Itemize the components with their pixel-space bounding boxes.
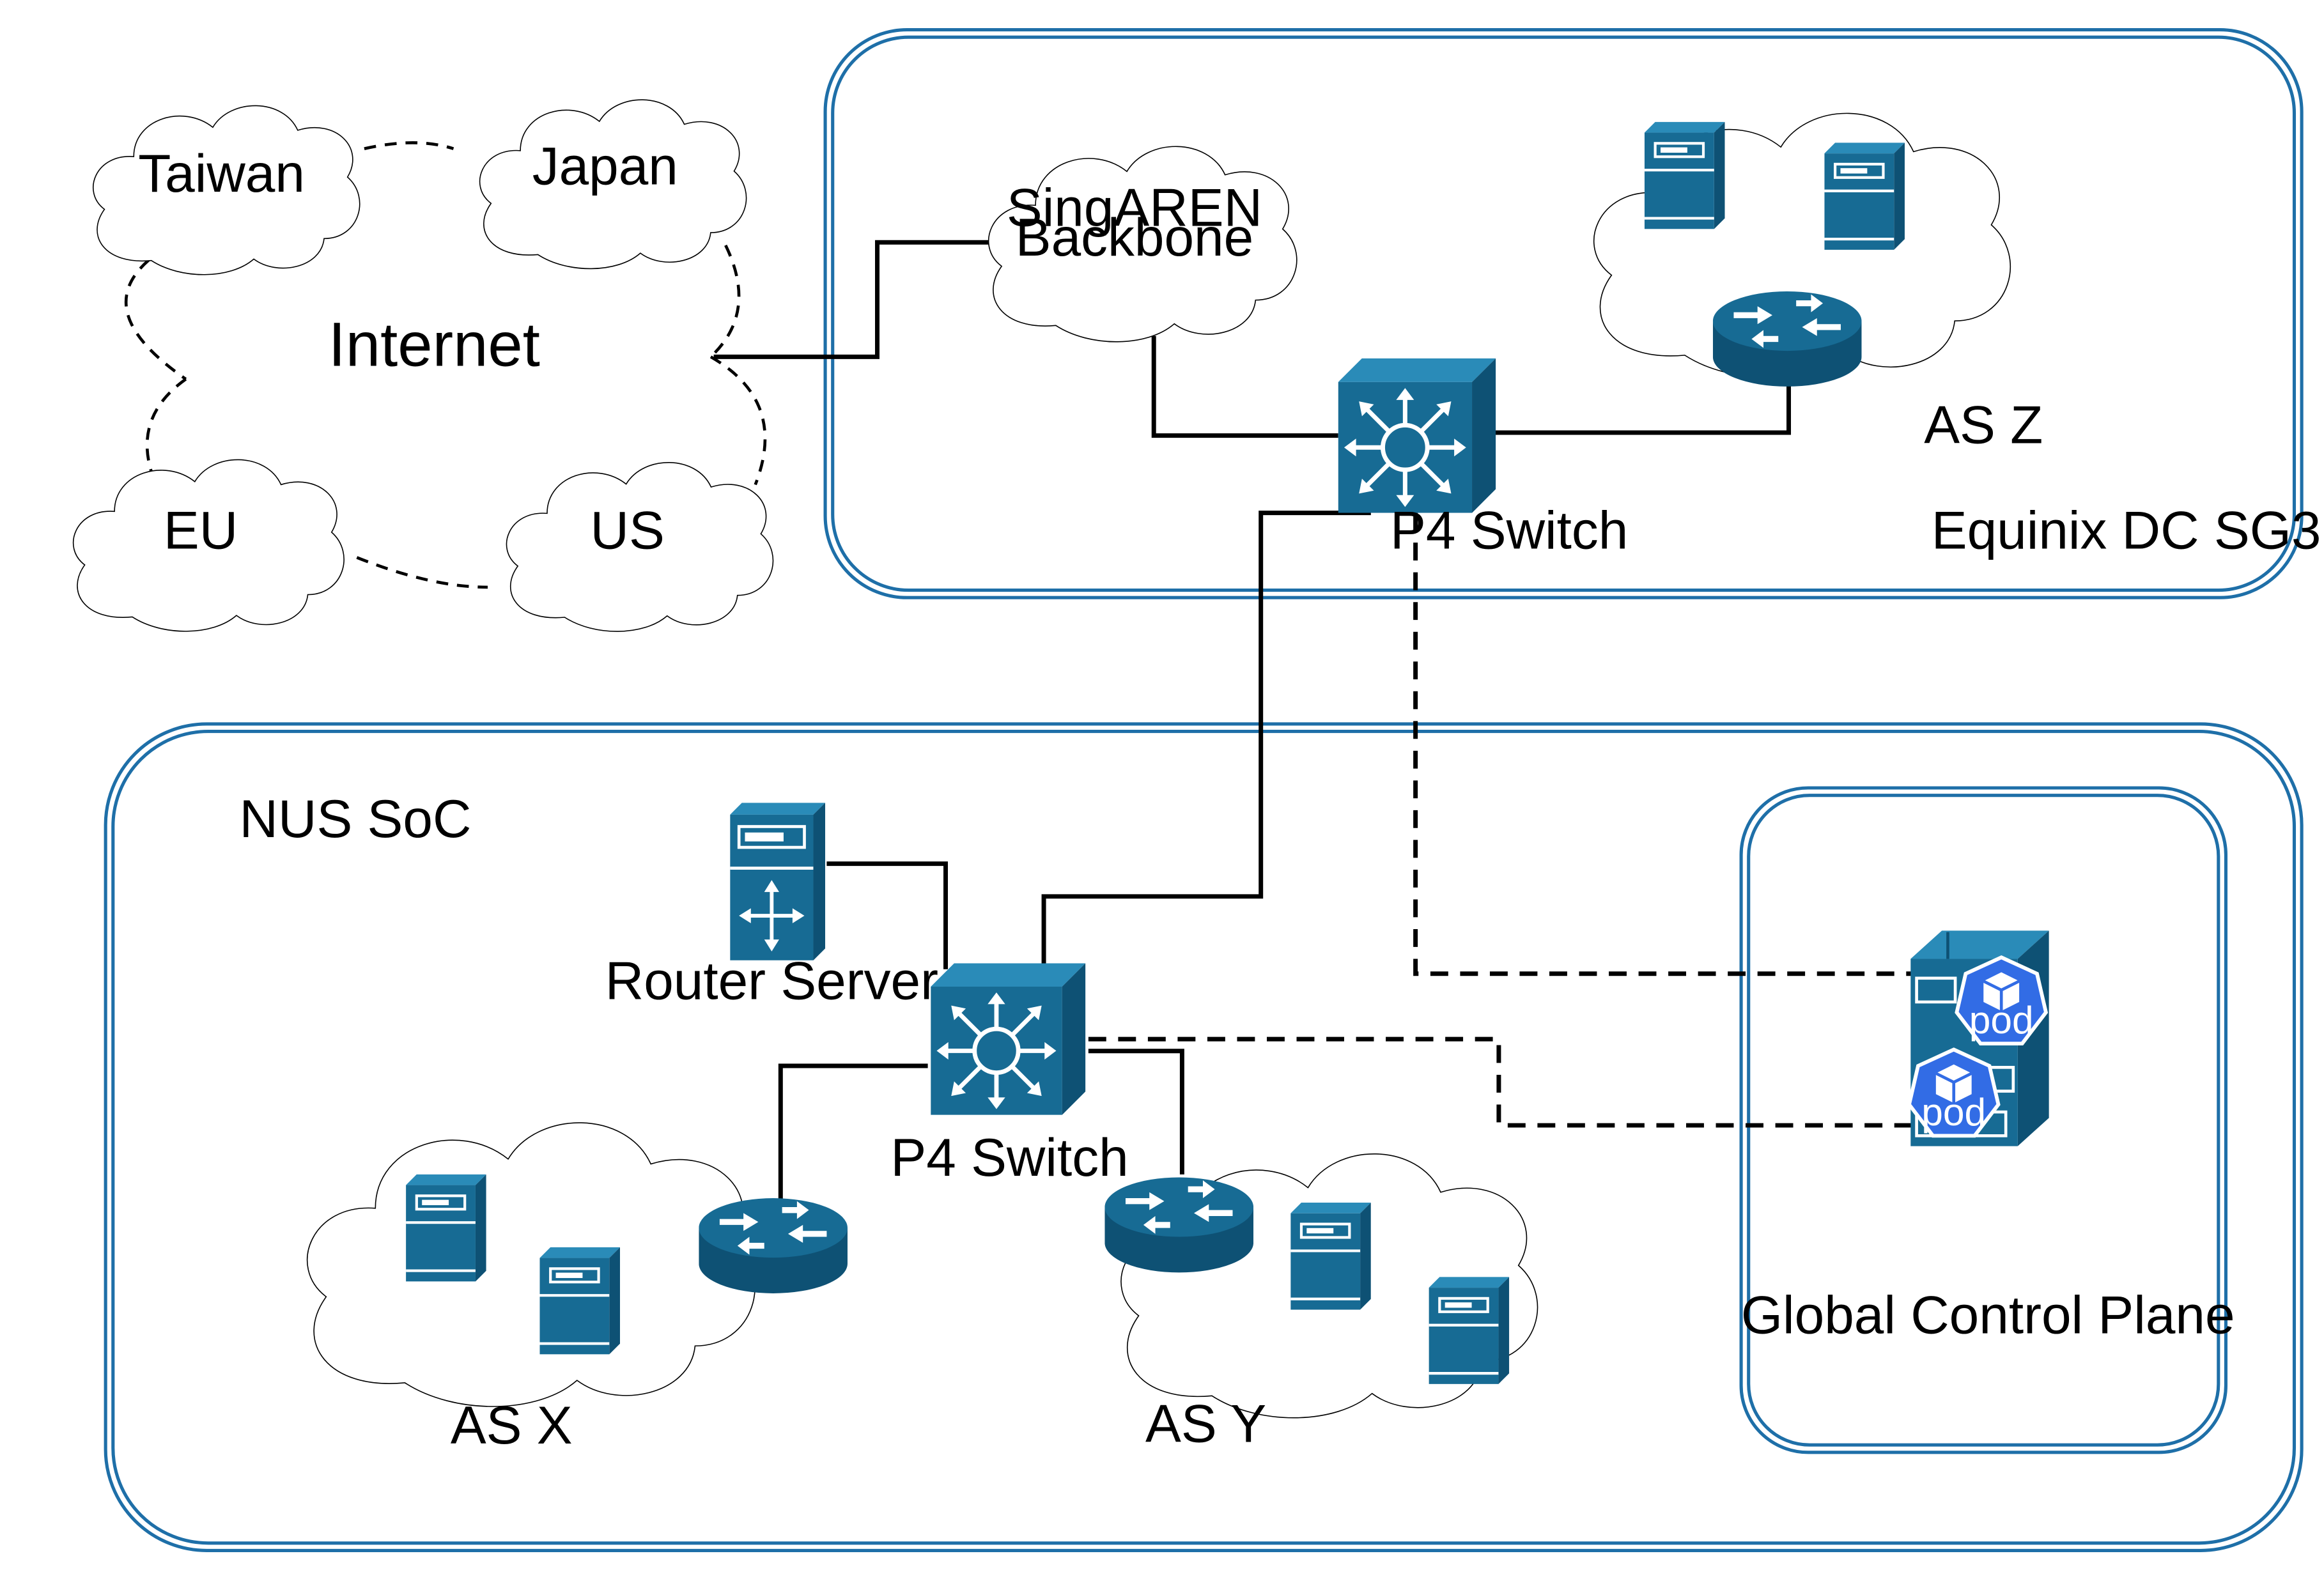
pod-label: pod: [1969, 998, 2034, 1042]
control-plane-region: [1739, 786, 2228, 1454]
server-icon: [406, 1175, 486, 1281]
nus-region-label: NUS SoC: [240, 789, 472, 849]
pod-label: pod: [1921, 1090, 1986, 1134]
as-y-label: AS Y: [1145, 1394, 1266, 1454]
switch-icon: [1338, 358, 1496, 513]
equinix-region: [823, 28, 2304, 599]
internet-ring: [125, 141, 767, 589]
server-icon: [1824, 142, 1905, 249]
equinix-region-label: Equinix DC SG3: [1932, 500, 2321, 560]
region-taiwan-label: Taiwan: [138, 143, 305, 203]
region-eu-label: EU: [164, 500, 238, 560]
as-z-label: AS Z: [1924, 394, 2043, 454]
internet-label: Internet: [329, 309, 540, 379]
equinix-switch-label: P4 Switch: [1390, 500, 1628, 560]
router-server-label: Router Server: [605, 950, 938, 1010]
nus-region: [104, 722, 2304, 1552]
nus-switch-label: P4 Switch: [890, 1127, 1128, 1187]
router-icon: [1712, 291, 1862, 387]
router-icon: [1104, 1177, 1254, 1273]
backbone-label-line1: SingAREN: [1007, 178, 1262, 238]
router-icon: [699, 1198, 848, 1293]
solid-links: [713, 240, 1792, 1205]
as-x-cloud-icon: [307, 1123, 755, 1406]
as-x-label: AS X: [451, 1395, 573, 1455]
server-icon: [1429, 1277, 1510, 1383]
server-icon: [539, 1247, 620, 1354]
control-links: [1088, 512, 1916, 1128]
region-japan-label: Japan: [532, 136, 678, 196]
backbone-label-line2: Backbone: [1016, 207, 1253, 267]
region-us-label: US: [591, 500, 665, 560]
server-icon: [1290, 1203, 1371, 1309]
switch-icon: [931, 964, 1085, 1115]
control-plane-label: Global Control Plane: [1741, 1285, 2235, 1345]
router-server-icon: [730, 803, 825, 960]
server-icon: [1645, 122, 1725, 229]
